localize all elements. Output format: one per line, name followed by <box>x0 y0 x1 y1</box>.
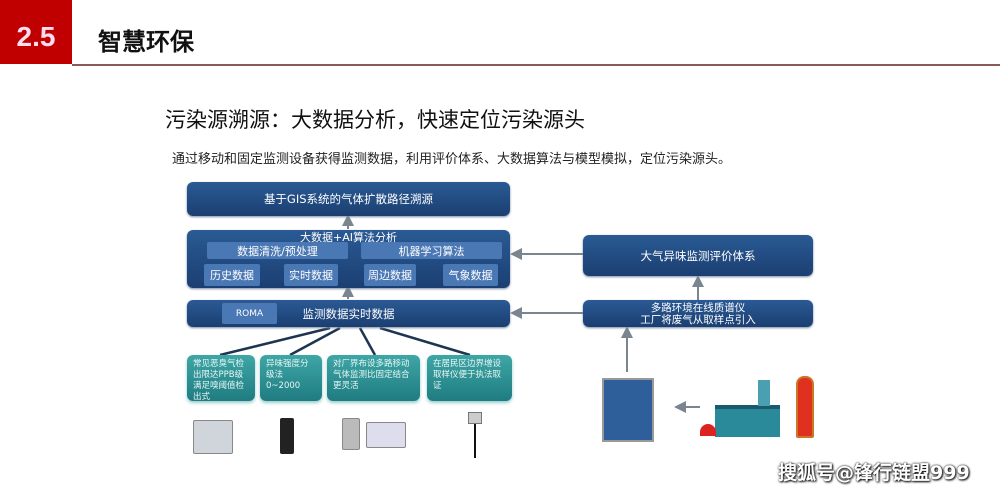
gis-tracing-box: 基于GIS系统的气体扩散路径溯源 <box>187 182 510 216</box>
fixed-monitor-image <box>342 418 360 450</box>
tripod-sampler-image <box>466 412 484 460</box>
module-machine-learning: 机器学习算法 <box>361 242 502 259</box>
red-valve-icon <box>700 424 716 436</box>
module-data-cleaning: 数据清洗/预处理 <box>207 242 348 259</box>
source-historical: 历史数据 <box>204 264 260 286</box>
watermark: 搜狐号@锋行链盟999 <box>778 462 970 484</box>
spectro-line-2: 工厂将废气从取样点引入 <box>640 313 756 326</box>
factory-chimney-icon <box>758 380 770 406</box>
roma-tag: ROMA <box>222 303 277 324</box>
gas-sensor-box-image <box>366 422 406 448</box>
portable-analyzer-image <box>193 420 233 454</box>
ai-analysis-label: 大数据+AI算法分析 <box>300 231 397 244</box>
section-number: 2.5 <box>0 0 72 64</box>
odor-evaluation-box: 大气异味监测评价体系 <box>583 235 813 276</box>
slide-subtitle: 通过移动和固定监测设备获得监测数据，利用评价体系、大数据算法与模型模拟，定位污染… <box>172 152 732 167</box>
device-desc-1: 常见恶臭气检出限达PPB级满足嗅阈值检出式 <box>187 355 255 402</box>
device-desc-4: 在居民区边界增设取样仪便于执法取证 <box>427 355 512 401</box>
handheld-detector-image <box>280 418 294 454</box>
gas-tank-icon <box>796 376 814 438</box>
source-realtime: 实时数据 <box>284 264 338 286</box>
header-divider <box>72 64 1000 66</box>
mass-spectrometer-image <box>602 378 654 442</box>
spectro-line-1: 多路环境在线质谱仪 <box>650 301 746 314</box>
device-desc-2: 异味强度分级法0~2000 <box>260 355 322 401</box>
device-desc-3: 对厂界布设多路移动气体监测比固定结合更灵活 <box>327 355 420 401</box>
source-surrounding: 周边数据 <box>364 264 416 286</box>
slide-title: 污染源溯源：大数据分析，快速定位污染源头 <box>165 108 585 132</box>
source-weather: 气象数据 <box>443 264 498 286</box>
factory-icon <box>715 405 780 437</box>
mass-spectrometer-box: 多路环境在线质谱仪 工厂将废气从取样点引入 <box>583 300 813 327</box>
section-title: 智慧环保 <box>98 28 194 56</box>
